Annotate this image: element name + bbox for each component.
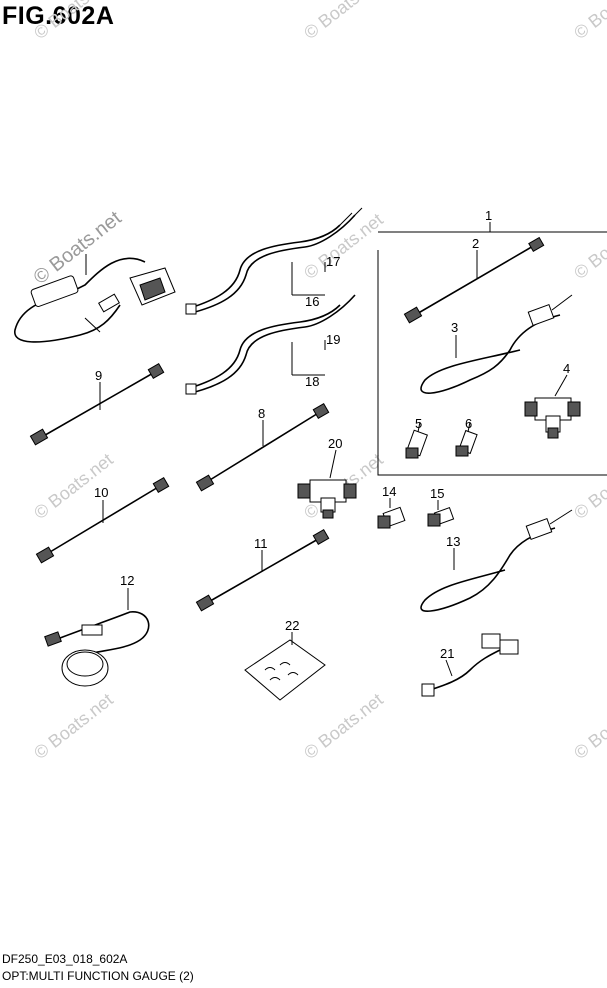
part-label-12: 12 — [120, 573, 134, 588]
cable-13 — [420, 509, 573, 612]
cable-10 — [35, 476, 170, 564]
part-label-17: 17 — [326, 254, 340, 269]
watermark: © Boats.net — [570, 449, 607, 523]
tee-connector-4 — [524, 374, 581, 439]
harness-16-17 — [185, 207, 363, 315]
part-label-2: 2 — [472, 236, 479, 251]
sensor-12 — [44, 588, 150, 687]
part-label-22: 22 — [285, 618, 299, 633]
figure-description: OPT:MULTI FUNCTION GAUGE (2) — [2, 969, 194, 983]
part-label-20: 20 — [328, 436, 342, 451]
watermark: © Boats.net — [570, 0, 607, 43]
part-label-21: 21 — [440, 646, 454, 661]
assembly-1-box — [377, 222, 607, 476]
watermark: © Boats.net — [300, 0, 387, 43]
part-label-4: 4 — [563, 361, 570, 376]
watermark: © Boats.net — [30, 689, 117, 763]
tee-connector-20 — [297, 449, 357, 519]
part-number-labels: 1 2 3 4 5 6 8 9 10 11 12 13 14 15 16 17 … — [94, 208, 570, 661]
part-label-1: 1 — [485, 208, 492, 223]
cable-3 — [420, 294, 573, 394]
watermark-large: © Boats.net — [30, 207, 126, 289]
part-label-10: 10 — [94, 485, 108, 500]
cable-11 — [195, 528, 330, 612]
watermark: © Boats.net — [30, 0, 117, 43]
part-label-6: 6 — [465, 416, 472, 431]
part-label-14: 14 — [382, 484, 396, 499]
cable-8 — [195, 402, 330, 492]
gauge-harness-assembly — [14, 254, 176, 343]
terminators-5-6 — [405, 421, 478, 459]
part-label-9: 9 — [95, 368, 102, 383]
part-label-5: 5 — [415, 416, 422, 431]
watermark: © Boats.net — [300, 209, 387, 283]
part-label-13: 13 — [446, 534, 460, 549]
part-label-3: 3 — [451, 320, 458, 335]
watermark: © Boats.net — [570, 689, 607, 763]
part-label-16: 16 — [305, 294, 319, 309]
cable-2 — [403, 236, 545, 324]
harness-21 — [421, 633, 519, 697]
figure-title: FIG.602A — [2, 2, 115, 30]
watermark: © Boats.net — [570, 209, 607, 283]
part-label-18: 18 — [305, 374, 319, 389]
terminators-14-15 — [377, 498, 455, 529]
part-label-8: 8 — [258, 406, 265, 421]
part-label-15: 15 — [430, 486, 444, 501]
part-label-19: 19 — [326, 332, 340, 347]
watermark: © Boats.net — [300, 689, 387, 763]
harness-18-19 — [185, 294, 356, 395]
cable-9 — [29, 362, 165, 446]
part-label-11: 11 — [254, 536, 268, 551]
hardware-pack-22 — [244, 632, 326, 701]
figure-code: DF250_E03_018_602A — [2, 952, 128, 966]
